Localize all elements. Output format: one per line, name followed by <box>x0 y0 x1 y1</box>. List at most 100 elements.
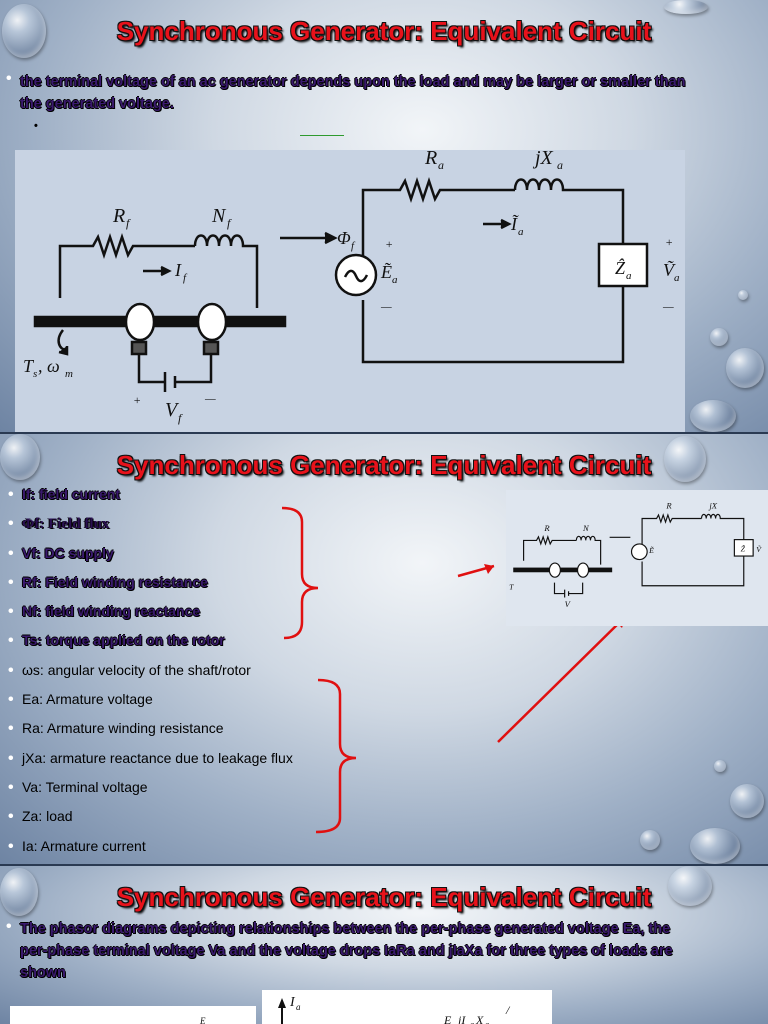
phasor-diagram-left <box>10 1006 256 1024</box>
slide-2: Synchronous Generator: Equivalent Circui… <box>0 434 768 864</box>
label-ea-minus: — <box>380 299 392 313</box>
label-wm: , ω <box>38 356 60 376</box>
label-va-plus: + <box>665 235 673 249</box>
label-nf-sub: f <box>227 216 232 230</box>
bullet-marker: • <box>6 918 12 935</box>
water-drop <box>690 828 740 864</box>
list-item: Φf: Field flux <box>6 509 293 539</box>
label-za-small: Ẑ <box>741 543 746 553</box>
list-item: jXa: armature reactance due to leakage f… <box>6 744 293 774</box>
water-drop <box>668 866 712 906</box>
label-phi: Φ <box>337 228 351 248</box>
label-jxa-sub: a <box>557 158 563 172</box>
phasor-label-drop: jI <box>456 1013 466 1024</box>
label-phi-sub: f <box>351 240 356 252</box>
label-ts-sub: s <box>33 368 37 380</box>
label-ra-sub: a <box>438 158 444 172</box>
label-ea-plus: + <box>385 237 393 251</box>
phasor-diagram-right: I a E jI a X a / <box>262 990 552 1024</box>
label-ia-sub: a <box>518 226 524 238</box>
label-jxa: jX <box>532 150 554 169</box>
water-drop <box>710 328 728 346</box>
slide-title: Synchronous Generator: Equivalent Circui… <box>116 882 652 912</box>
water-drop <box>2 4 46 58</box>
water-drop <box>738 290 748 300</box>
water-drop <box>690 400 736 432</box>
green-underline <box>300 135 344 136</box>
circuit-diagram-small: R N R jX V T Ẽ Ẑ Ṽ <box>506 490 768 626</box>
list-item: Va: Terminal voltage <box>6 773 293 803</box>
label-ea: Ẽ <box>380 262 392 282</box>
label-ia: Ĩ <box>510 214 519 234</box>
water-drop <box>726 348 764 388</box>
label-za: Ẑ <box>615 257 626 278</box>
label-jxa-small: jX <box>708 500 717 510</box>
list-item: Ia: Armature current <box>6 832 293 862</box>
slide-3: Synchronous Generator: Equivalent Circui… <box>0 866 768 1024</box>
label-rf: R <box>112 205 125 227</box>
slide-1: Synchronous Generator: Equivalent Circui… <box>0 0 768 432</box>
list-item: Nf: field winding reactance <box>6 597 293 627</box>
list-item: Ra: Armature winding resistance <box>6 714 293 744</box>
water-drop <box>664 436 706 482</box>
annotation-overlay <box>281 506 627 834</box>
label-vf-plus: + <box>133 393 141 407</box>
phasor-svg: I a E jI a X a / <box>278 995 511 1024</box>
phasor-label-ia-sub: a <box>296 1002 301 1012</box>
label-vf-sub: f <box>178 411 183 425</box>
phasor-label-e: E <box>443 1013 452 1024</box>
label-ts: T <box>23 356 35 376</box>
phasor-label-ia: I <box>289 995 296 1010</box>
water-drop <box>664 0 708 14</box>
list-item: Vf: DC supply <box>6 539 293 569</box>
circuit-diagram-svg: R f N f I f Φ f T s , ω m V f + — R a jX… <box>23 147 680 425</box>
slide-title: Synchronous Generator: Equivalent Circui… <box>116 16 652 46</box>
list-item: Za: load <box>6 802 293 832</box>
water-drop <box>0 868 38 916</box>
label-ts-small: T <box>509 583 514 592</box>
bullet-marker: • <box>6 70 12 87</box>
phasor-label-drop-sub: a <box>470 1020 474 1024</box>
list-item: Ts: torque applied on the rotor <box>6 626 293 656</box>
water-drop <box>0 434 40 480</box>
water-drop <box>714 760 726 772</box>
brace-field <box>281 506 319 640</box>
label-ra-small: R <box>665 500 672 510</box>
list-item: Rf: Field winding resistance <box>6 568 293 598</box>
phasor-label-x-sub: a <box>485 1020 489 1024</box>
label-if-sub: f <box>183 272 188 284</box>
phasor-fragment: E <box>200 1016 206 1024</box>
arrow-armature <box>497 615 627 743</box>
label-va: Ṽ <box>663 260 676 280</box>
water-drop <box>730 784 764 818</box>
label-ra: R <box>424 150 437 169</box>
label-vf-small: V <box>565 599 572 609</box>
label-vf: V <box>165 399 180 421</box>
label-va-minus: — <box>662 299 674 313</box>
circuit-diagram: R f N f I f Φ f T s , ω m V f + — R a jX… <box>15 147 685 432</box>
phasor-label-x: X <box>475 1013 484 1024</box>
bullet-text: the terminal voltage of an ac generator … <box>20 74 686 112</box>
water-drop <box>640 830 660 850</box>
label-ea-small: Ẽ <box>648 546 654 555</box>
phasor-label-slash: / <box>505 1003 511 1017</box>
list-item: Ea: Armature voltage <box>6 685 293 715</box>
symbol-list: If: field current Φf: Field flux Vf: DC … <box>6 480 293 861</box>
label-wm-sub: m <box>65 368 73 380</box>
label-va-small: Ṽ <box>756 545 762 554</box>
label-rf-sub: f <box>126 216 131 230</box>
bullet-text: The phasor diagrams depicting relationsh… <box>20 921 673 981</box>
arrowhead-field <box>484 564 494 574</box>
sub-bullet-marker: • <box>34 120 38 132</box>
label-ea-sub: a <box>392 274 398 286</box>
label-nf-small: N <box>582 523 590 533</box>
label-vf-minus: — <box>204 391 216 405</box>
list-item: ωs: angular velocity of the shaft/rotor <box>6 656 293 686</box>
label-nf: N <box>211 205 227 227</box>
list-item: If: field current <box>6 480 293 510</box>
label-if: I <box>174 260 182 280</box>
label-za-sub: a <box>626 270 632 282</box>
brace-armature <box>315 678 357 834</box>
label-va-sub: a <box>674 272 680 284</box>
circuit-diagram-small-svg: R N R jX V T Ẽ Ẑ Ṽ <box>509 500 762 609</box>
